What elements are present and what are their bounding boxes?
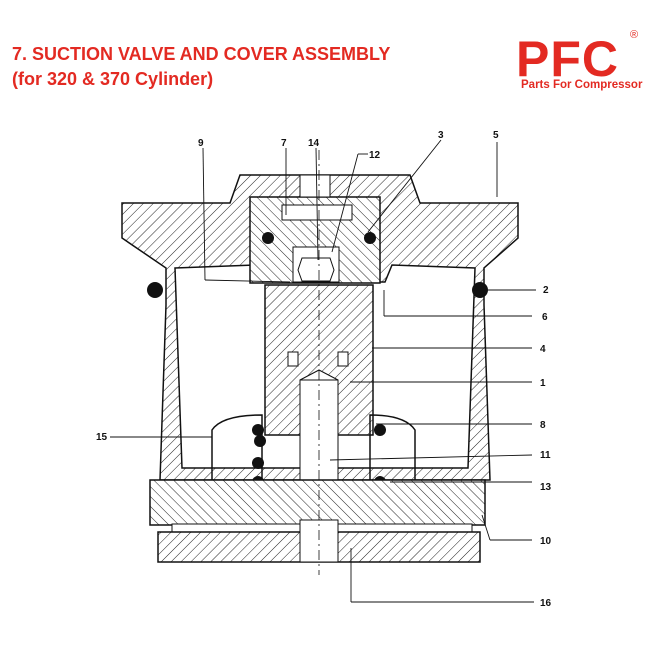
spring-cage-right bbox=[369, 414, 416, 520]
bore bbox=[299, 174, 331, 198]
title-line-1: 7. SUCTION VALVE AND COVER ASSEMBLY bbox=[12, 44, 391, 64]
callout-3: 3 bbox=[438, 130, 444, 141]
callout-1: 1 bbox=[540, 378, 546, 389]
logo-text: PFC bbox=[516, 31, 619, 87]
callout-16: 16 bbox=[540, 598, 552, 609]
title-line-2: (for 320 & 370 Cylinder) bbox=[12, 69, 214, 89]
post-notch-right bbox=[337, 351, 349, 367]
registered-mark: ® bbox=[630, 29, 638, 41]
spring-cage-left bbox=[211, 414, 263, 520]
spring-coil bbox=[252, 457, 264, 469]
callout-11: 11 bbox=[540, 450, 551, 461]
callout-4: 4 bbox=[540, 344, 546, 355]
callout-10: 10 bbox=[540, 536, 552, 547]
nut bbox=[297, 257, 335, 282]
spring-coil bbox=[252, 424, 264, 436]
callout-5: 5 bbox=[493, 130, 499, 141]
callout-8: 8 bbox=[540, 420, 546, 431]
o-ring-right bbox=[472, 282, 488, 298]
o-ring-left bbox=[147, 282, 163, 298]
callout-13: 13 bbox=[540, 482, 552, 493]
page-title: 7. SUCTION VALVE AND COVER ASSEMBLY (for… bbox=[12, 42, 390, 92]
post-notch-left bbox=[287, 351, 299, 367]
brand-tagline: Parts For Compressor bbox=[521, 79, 643, 91]
callout-9: 9 bbox=[198, 138, 204, 149]
callout-2: 2 bbox=[543, 285, 549, 296]
callout-12: 12 bbox=[369, 150, 381, 161]
spring-coil bbox=[374, 424, 386, 436]
callout-7: 7 bbox=[281, 138, 287, 149]
callout-6: 6 bbox=[542, 312, 548, 323]
o-ring-3-right bbox=[364, 232, 376, 244]
pfc-logo: PFC ® bbox=[516, 29, 638, 87]
spring-coil bbox=[254, 435, 266, 447]
o-ring-3-left bbox=[262, 232, 274, 244]
callout-14: 14 bbox=[308, 138, 320, 149]
valve-plate bbox=[149, 479, 486, 526]
leader-lines bbox=[110, 139, 536, 603]
callout-15: 15 bbox=[96, 432, 108, 443]
